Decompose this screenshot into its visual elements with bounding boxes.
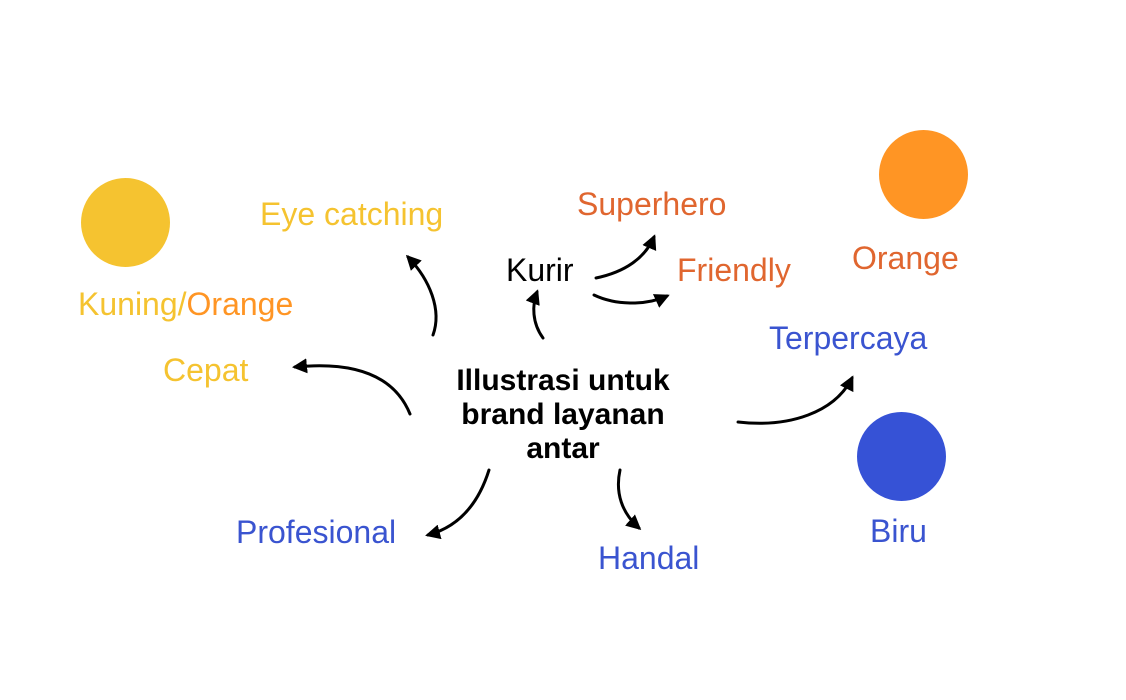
- node-kuning-orange: Kuning/Orange: [78, 288, 293, 320]
- node-friendly: Friendly: [677, 252, 791, 288]
- arrow-to-friendly: [592, 293, 670, 308]
- node-kuning-text: Kuning/: [78, 286, 187, 322]
- arrow-to-superhero: [594, 234, 657, 280]
- arrow-to-kurir: [525, 289, 545, 340]
- node-eye-catching: Eye catching: [260, 196, 444, 232]
- node-cepat: Cepat: [163, 352, 249, 388]
- yellow-swatch: [81, 178, 170, 267]
- arrow-to-eye-catching: [405, 254, 438, 337]
- node-terpercaya: Terpercaya: [769, 320, 928, 356]
- node-superhero: Superhero: [577, 186, 727, 222]
- arrow-to-cepat: [292, 358, 412, 416]
- central-topic: Illustrasi untuk brand layanan antar: [420, 364, 706, 466]
- node-kurir: Kurir: [506, 252, 574, 288]
- central-topic-line-3: antar: [526, 432, 600, 465]
- node-profesional: Profesional: [236, 514, 397, 550]
- orange-swatch: [879, 130, 968, 219]
- arrow-to-terpercaya: [736, 375, 854, 425]
- node-orange: Orange: [852, 240, 959, 276]
- arrow-to-profesional: [425, 468, 491, 540]
- central-topic-line-2: brand layanan: [461, 398, 665, 431]
- node-orange-text: Orange: [186, 286, 294, 322]
- blue-swatch: [857, 412, 946, 501]
- node-biru: Biru: [870, 513, 927, 549]
- arrow-to-handal: [616, 468, 642, 530]
- node-handal: Handal: [598, 540, 700, 576]
- central-topic-line-1: Illustrasi untuk: [456, 364, 670, 397]
